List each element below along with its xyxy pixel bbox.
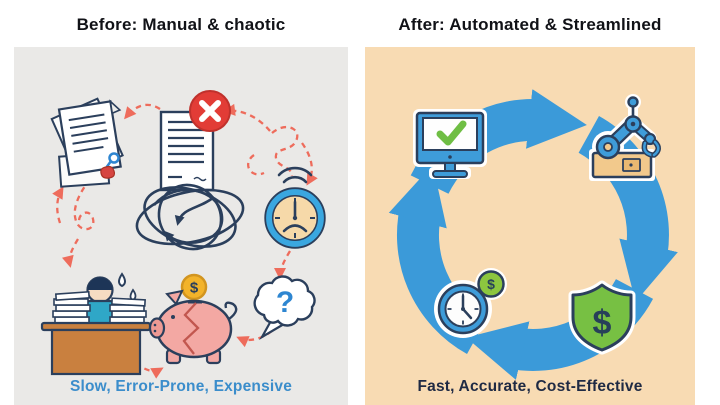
error-cross-badge-icon (189, 90, 231, 132)
before-title: Before: Manual & chaotic (76, 15, 286, 34)
broken-piggy-bank-icon: $ (148, 273, 238, 365)
ringing-clock-icon (264, 166, 326, 249)
robot-arm-icon (589, 94, 661, 181)
crumpled-documents-icon (50, 97, 124, 188)
question-bubble-icon: ? (253, 275, 316, 341)
before-caption: Slow, Error-Prone, Expensive (69, 378, 293, 395)
coin-dollar-glyph: $ (190, 280, 199, 297)
after-panel: $ $ Fast, Accurate, (365, 47, 695, 405)
paper-stack-left (52, 290, 91, 324)
dollar-shield-icon: $ (568, 280, 636, 355)
before-panel: $ ? Slow, Error-Prone, Expen (14, 47, 348, 405)
tangled-scribble-icon (135, 183, 245, 251)
monitor-checkmark-icon (413, 109, 487, 179)
before-illustration: $ ? (40, 90, 326, 379)
paper-stack-right (109, 297, 147, 324)
clock-coin-dollar-glyph: $ (487, 276, 495, 292)
coin-icon: $ (180, 273, 208, 301)
shield-dollar-glyph: $ (593, 304, 612, 342)
after-illustration: $ $ (388, 89, 678, 380)
clock-coin-icon: $ (434, 268, 507, 338)
after-caption: Fast, Accurate, Cost-Effective (417, 378, 643, 395)
after-title: After: Automated & Streamlined (398, 15, 662, 34)
rejected-document-icon (159, 90, 231, 192)
overworked-worker-desk-icon (40, 272, 152, 376)
question-glyph: ? (276, 286, 294, 319)
